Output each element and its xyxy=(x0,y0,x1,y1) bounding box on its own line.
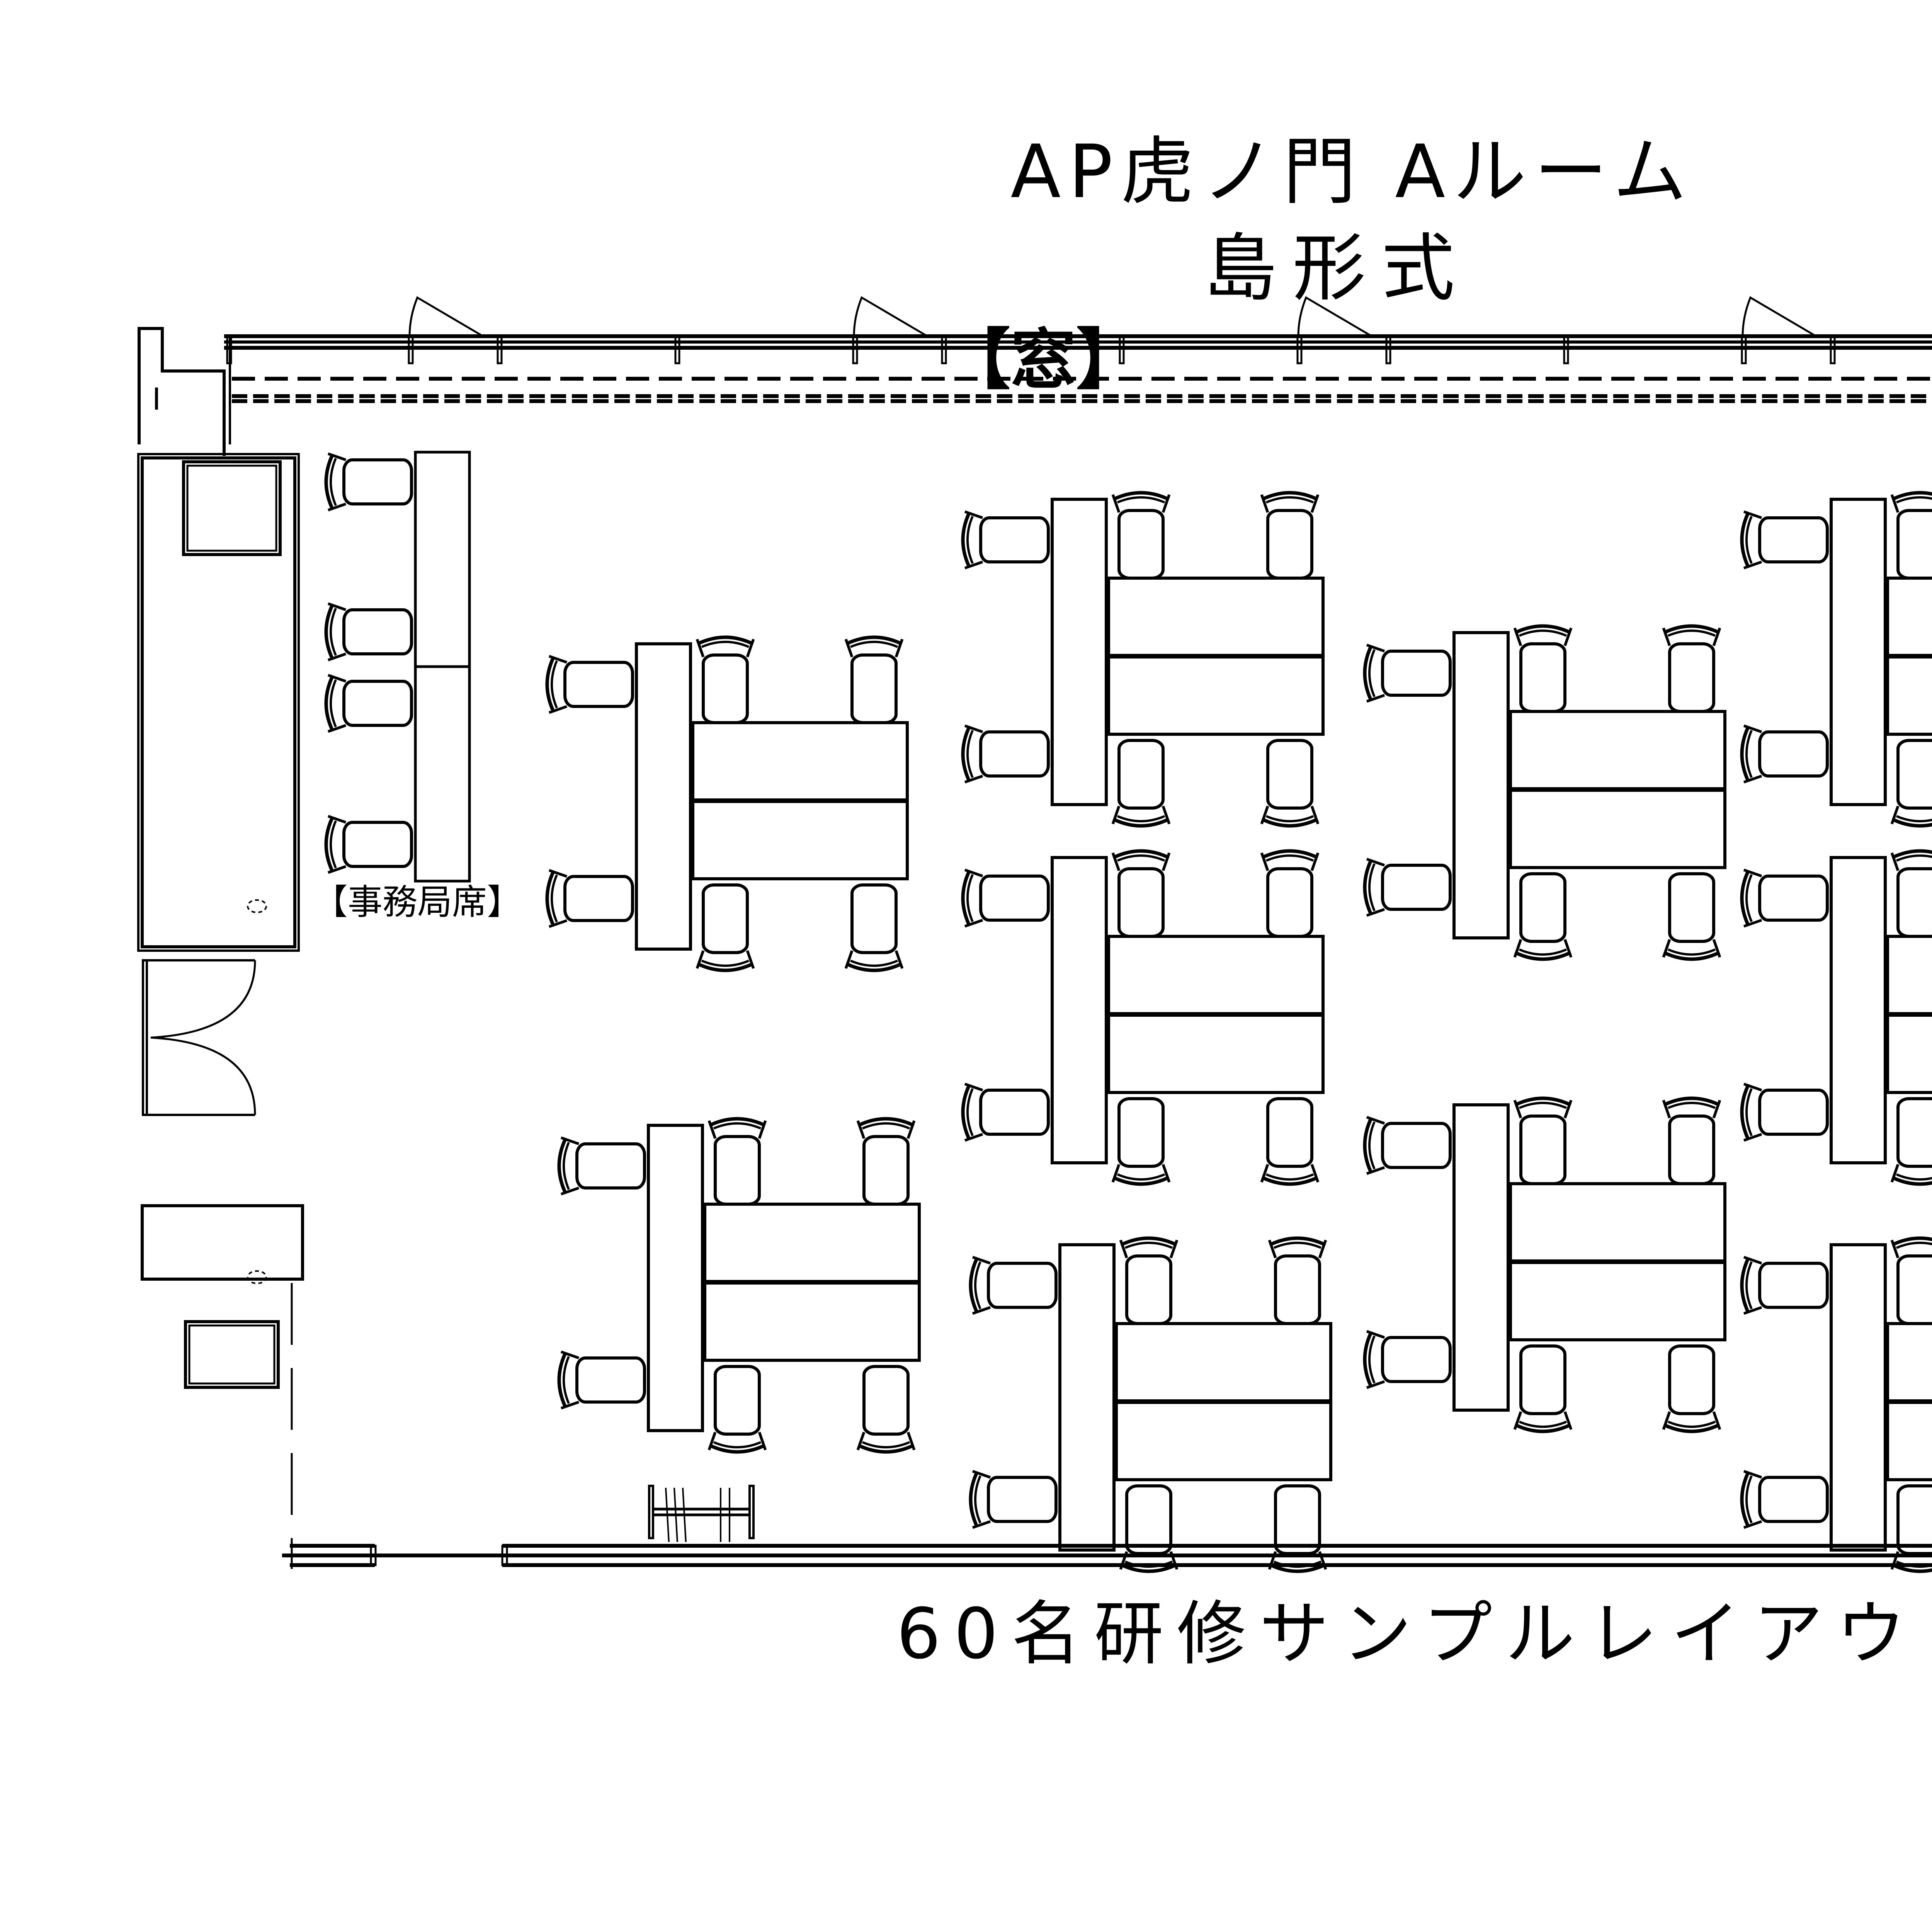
layout-caption: 60名研修サンプルレイアウト xyxy=(896,1594,1932,1674)
secretariat-label: 【事務局席】 xyxy=(313,882,522,922)
room-walls: I xyxy=(137,296,1932,1569)
island-3[interactable] xyxy=(1365,626,1725,959)
island-5[interactable] xyxy=(963,851,1323,1184)
island-10[interactable] xyxy=(1742,1238,1932,1571)
island-8[interactable] xyxy=(1365,1098,1725,1431)
island-4[interactable] xyxy=(1742,493,1932,826)
island-6[interactable] xyxy=(1742,851,1932,1184)
coat-rack xyxy=(648,1485,755,1542)
layout-style-title: 島形式 xyxy=(1204,226,1470,311)
island-1[interactable] xyxy=(547,637,907,970)
island-2[interactable] xyxy=(963,493,1323,826)
column-mark: I xyxy=(152,382,161,417)
island-7[interactable] xyxy=(559,1119,919,1452)
page-title: AP虎ノ門 Aルーム xyxy=(1010,129,1694,214)
window-mullions xyxy=(226,335,1836,364)
entrance-double-door[interactable] xyxy=(142,959,256,1116)
window-swings xyxy=(408,296,1817,337)
window-label: 【窓】 xyxy=(945,322,1142,398)
island-9[interactable] xyxy=(971,1238,1331,1571)
secretariat-desk[interactable] xyxy=(326,451,471,883)
